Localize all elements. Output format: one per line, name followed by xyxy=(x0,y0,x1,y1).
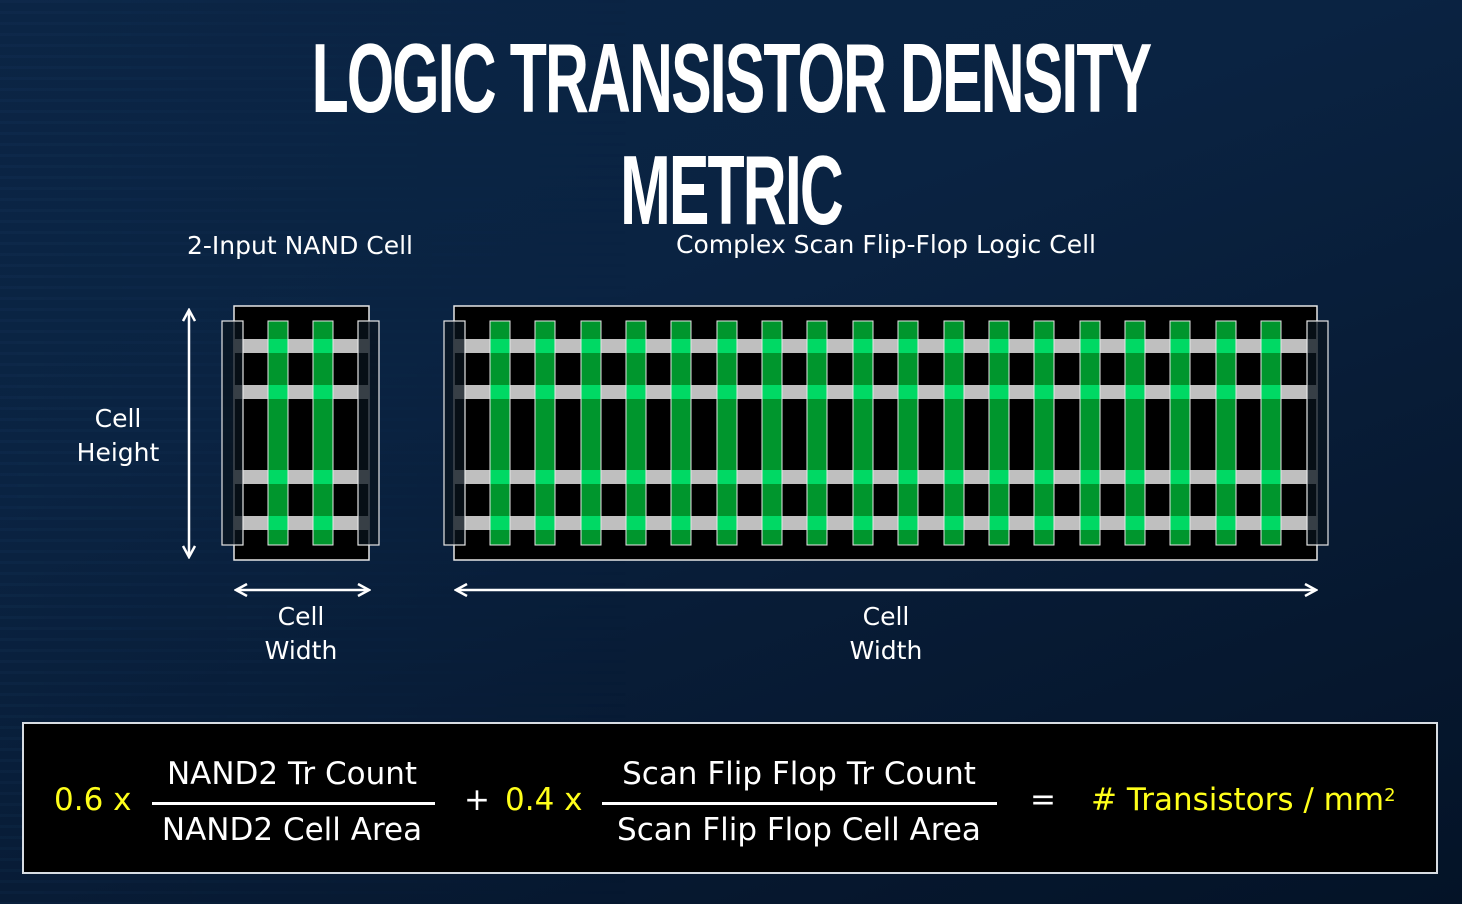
flipflop-cell xyxy=(443,305,1329,561)
result-units: # Transistors / mm2 xyxy=(1091,780,1396,820)
cell-height-label: Cell Height xyxy=(58,402,178,470)
flipflop-gate xyxy=(852,320,874,546)
density-formula-box: 0.6 x NAND2 Tr Count NAND2 Cell Area + 0… xyxy=(22,722,1438,874)
nand-width-line1: Cell xyxy=(277,602,325,631)
nand-cell xyxy=(221,305,380,561)
flipflop-gate xyxy=(806,320,828,546)
flipflop-cell-label: Complex Scan Flip-Flop Logic Cell xyxy=(676,230,1096,259)
term2-fraction-bar xyxy=(602,802,997,805)
nand-cell-label: 2-Input NAND Cell xyxy=(186,231,414,260)
flipflop-gate xyxy=(670,320,692,546)
flipflop-gate xyxy=(1169,320,1191,546)
flipflop-gate xyxy=(1215,320,1237,546)
page-title: LOGIC TRANSISTOR DENSITY METRIC xyxy=(311,23,1153,245)
nand-cell-width-label: Cell Width xyxy=(241,600,361,668)
term1-numerator: NAND2 Tr Count xyxy=(166,756,418,792)
term2-denominator: Scan Flip Flop Cell Area xyxy=(617,812,981,848)
flipflop-cell-width-label: Cell Width xyxy=(826,600,946,668)
flipflop-gate xyxy=(1033,320,1055,546)
result-text: # Transistors / mm xyxy=(1091,782,1385,818)
flipflop-gate xyxy=(943,320,965,546)
term2-coefficient: 0.4 x xyxy=(505,782,583,818)
term2-numerator: Scan Flip Flop Tr Count xyxy=(622,756,976,792)
nand-gate xyxy=(267,320,289,546)
plus-sign: + xyxy=(464,782,490,818)
term1-coefficient: 0.6 x xyxy=(54,782,132,818)
nand-gate xyxy=(312,320,334,546)
flipflop-gate xyxy=(716,320,738,546)
flipflop-gate xyxy=(988,320,1010,546)
nand-left-dummy-gate xyxy=(221,320,244,546)
equals-sign: = xyxy=(1030,782,1056,818)
term1-fraction-bar xyxy=(152,802,435,805)
flipflop-gate xyxy=(1260,320,1282,546)
ff-right-dummy-gate xyxy=(1306,320,1329,546)
flipflop-gate xyxy=(1124,320,1146,546)
ff-width-line2: Width xyxy=(849,636,923,665)
ff-width-line1: Cell xyxy=(862,602,910,631)
flipflop-gate xyxy=(897,320,919,546)
flipflop-gate xyxy=(489,320,511,546)
nand-width-line2: Width xyxy=(264,636,338,665)
flipflop-gate xyxy=(534,320,556,546)
ff-left-dummy-gate xyxy=(443,320,466,546)
flipflop-gate xyxy=(1079,320,1101,546)
cell-height-line1: Cell xyxy=(94,404,142,433)
term1-denominator: NAND2 Cell Area xyxy=(161,812,423,848)
flipflop-gate xyxy=(625,320,647,546)
cell-height-line2: Height xyxy=(76,438,160,467)
flipflop-gate xyxy=(580,320,602,546)
nand-right-dummy-gate xyxy=(357,320,380,546)
result-superscript: 2 xyxy=(1384,785,1396,806)
flipflop-gate xyxy=(761,320,783,546)
